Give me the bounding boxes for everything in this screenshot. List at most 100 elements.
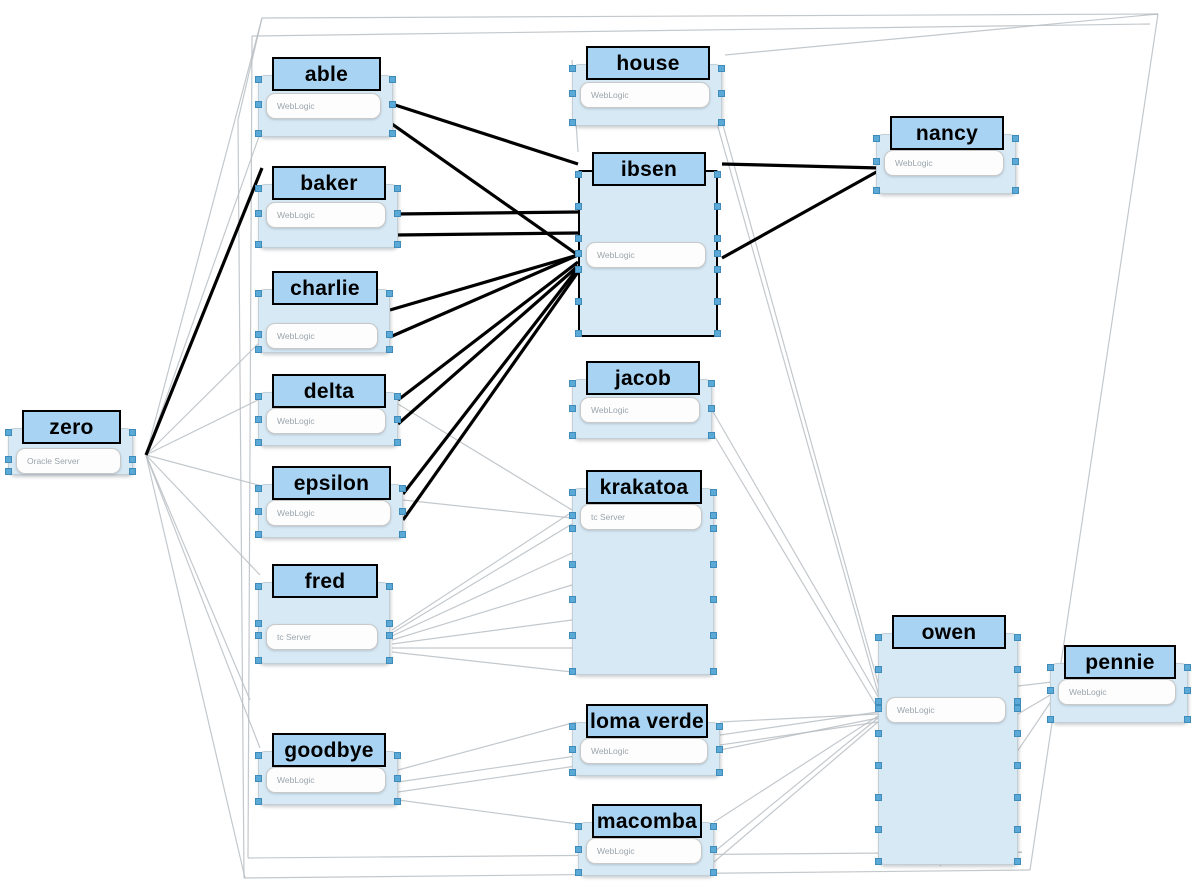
port-box-baker[interactable]: WebLogic	[266, 202, 386, 228]
port-box-epsilon[interactable]: WebLogic	[266, 500, 391, 526]
connection-handle-ibsen-right-2[interactable]	[714, 234, 721, 242]
connection-handle-owen-right-3[interactable]	[1014, 730, 1021, 737]
connection-handle-owen-left-7[interactable]	[875, 858, 882, 865]
connection-handle-krakatoa-left-6[interactable]	[569, 512, 576, 519]
connection-handle-owen-right-8[interactable]	[1014, 705, 1021, 712]
connection-handle-owen-right-7[interactable]	[1014, 858, 1021, 865]
connection-handle-delta-left-1[interactable]	[255, 439, 262, 446]
connection-handle-house-right-2[interactable]	[718, 90, 725, 97]
connection-handle-nancy-left-1[interactable]	[873, 187, 880, 194]
node-header-loma-verde[interactable]: loma verde	[586, 704, 708, 738]
connection-handle-epsilon-left-0[interactable]	[255, 485, 262, 492]
connection-handle-delta-right-1[interactable]	[394, 439, 401, 446]
port-box-nancy[interactable]: WebLogic	[884, 150, 1004, 176]
node-header-jacob[interactable]: jacob	[586, 361, 700, 395]
connection-handle-epsilon-left-1[interactable]	[255, 531, 262, 538]
connection-handle-baker-right-2[interactable]	[394, 210, 401, 217]
connection-handle-macomba-left-1[interactable]	[575, 869, 582, 876]
connection-handle-pennie-left-1[interactable]	[1047, 716, 1054, 723]
connection-handle-delta-right-0[interactable]	[394, 393, 401, 400]
connection-handle-loma-verde-left-1[interactable]	[569, 769, 576, 776]
port-box-house[interactable]: WebLogic	[580, 82, 710, 108]
connection-handle-baker-left-1[interactable]	[255, 241, 262, 248]
connection-handle-pennie-right-1[interactable]	[1184, 716, 1191, 723]
connection-handle-fred-left-1[interactable]	[255, 620, 262, 627]
connection-handle-owen-left-4[interactable]	[875, 762, 882, 769]
connection-handle-jacob-left-2[interactable]	[569, 405, 576, 412]
connection-handle-delta-right-2[interactable]	[394, 416, 401, 423]
connection-handle-pennie-right-0[interactable]	[1184, 664, 1191, 671]
connection-handle-ibsen-left-5[interactable]	[575, 330, 582, 337]
connection-handle-fred-right-1[interactable]	[386, 620, 393, 627]
connection-handle-krakatoa-left-5[interactable]	[569, 668, 576, 675]
connection-handle-macomba-right-1[interactable]	[710, 869, 717, 876]
connection-handle-loma-verde-right-2[interactable]	[716, 746, 723, 753]
connection-handle-zero-left-2[interactable]	[5, 456, 12, 463]
connection-handle-zero-left-0[interactable]	[5, 429, 12, 436]
connection-handle-baker-left-2[interactable]	[255, 210, 262, 217]
connection-handle-owen-left-2[interactable]	[875, 698, 882, 705]
connection-handle-owen-left-3[interactable]	[875, 730, 882, 737]
connection-handle-epsilon-left-2[interactable]	[255, 508, 262, 515]
connection-handle-fred-left-0[interactable]	[255, 583, 262, 590]
connection-handle-able-right-1[interactable]	[389, 130, 396, 137]
connection-handle-owen-right-4[interactable]	[1014, 762, 1021, 769]
connection-handle-owen-left-5[interactable]	[875, 794, 882, 801]
node-header-able[interactable]: able	[272, 57, 381, 91]
connection-handle-house-right-1[interactable]	[718, 119, 725, 126]
connection-handle-ibsen-right-5[interactable]	[714, 330, 721, 337]
connection-handle-jacob-right-0[interactable]	[708, 380, 715, 387]
connection-handle-macomba-right-0[interactable]	[710, 823, 717, 830]
port-box-able[interactable]: WebLogic	[266, 93, 381, 119]
connection-handle-able-right-2[interactable]	[389, 101, 396, 108]
node-header-krakatoa[interactable]: krakatoa	[586, 470, 702, 504]
node-header-fred[interactable]: fred	[272, 564, 378, 598]
connection-handle-owen-left-1[interactable]	[875, 666, 882, 673]
connection-handle-krakatoa-left-2[interactable]	[569, 560, 576, 568]
port-box-loma-verde[interactable]: WebLogic	[580, 738, 708, 764]
connection-handle-ibsen-right-0[interactable]	[714, 171, 721, 178]
connection-handle-ibsen-right-1[interactable]	[714, 202, 721, 210]
connection-handle-charlie-right-2[interactable]	[386, 331, 393, 338]
connection-handle-goodbye-right-1[interactable]	[394, 798, 401, 805]
connection-handle-fred-right-0[interactable]	[386, 583, 393, 590]
connection-handle-ibsen-right-4[interactable]	[714, 298, 721, 306]
port-box-delta[interactable]: WebLogic	[266, 408, 386, 434]
node-header-baker[interactable]: baker	[272, 166, 386, 200]
connection-handle-nancy-right-2[interactable]	[1012, 158, 1019, 165]
connection-handle-jacob-left-0[interactable]	[569, 380, 576, 387]
node-header-delta[interactable]: delta	[272, 374, 386, 408]
connection-handle-jacob-right-2[interactable]	[708, 405, 715, 412]
connection-handle-jacob-right-1[interactable]	[708, 432, 715, 439]
port-box-macomba[interactable]: WebLogic	[586, 838, 702, 864]
node-body-owen[interactable]	[878, 633, 1018, 865]
connection-handle-house-left-2[interactable]	[569, 90, 576, 97]
connection-handle-krakatoa-left-4[interactable]	[569, 632, 576, 640]
connection-handle-fred-right-2[interactable]	[386, 657, 393, 664]
connection-handle-able-left-2[interactable]	[255, 101, 262, 108]
connection-handle-owen-right-0[interactable]	[1014, 634, 1021, 641]
connection-handle-owen-left-0[interactable]	[875, 634, 882, 641]
connection-handle-krakatoa-left-0[interactable]	[569, 489, 576, 496]
connection-handle-ibsen-left-1[interactable]	[575, 202, 582, 210]
connection-handle-baker-right-0[interactable]	[394, 185, 401, 192]
connection-handle-krakatoa-right-1[interactable]	[710, 524, 717, 532]
connection-handle-owen-left-8[interactable]	[875, 705, 882, 712]
connection-handle-macomba-right-2[interactable]	[710, 846, 717, 853]
connection-handle-ibsen-left-4[interactable]	[575, 298, 582, 306]
connection-handle-jacob-left-1[interactable]	[569, 432, 576, 439]
node-header-epsilon[interactable]: epsilon	[272, 466, 391, 500]
connection-handle-loma-verde-right-0[interactable]	[716, 723, 723, 730]
port-box-owen[interactable]: WebLogic	[886, 697, 1006, 723]
connection-handle-owen-right-1[interactable]	[1014, 666, 1021, 673]
connection-handle-krakatoa-right-5[interactable]	[710, 668, 717, 675]
